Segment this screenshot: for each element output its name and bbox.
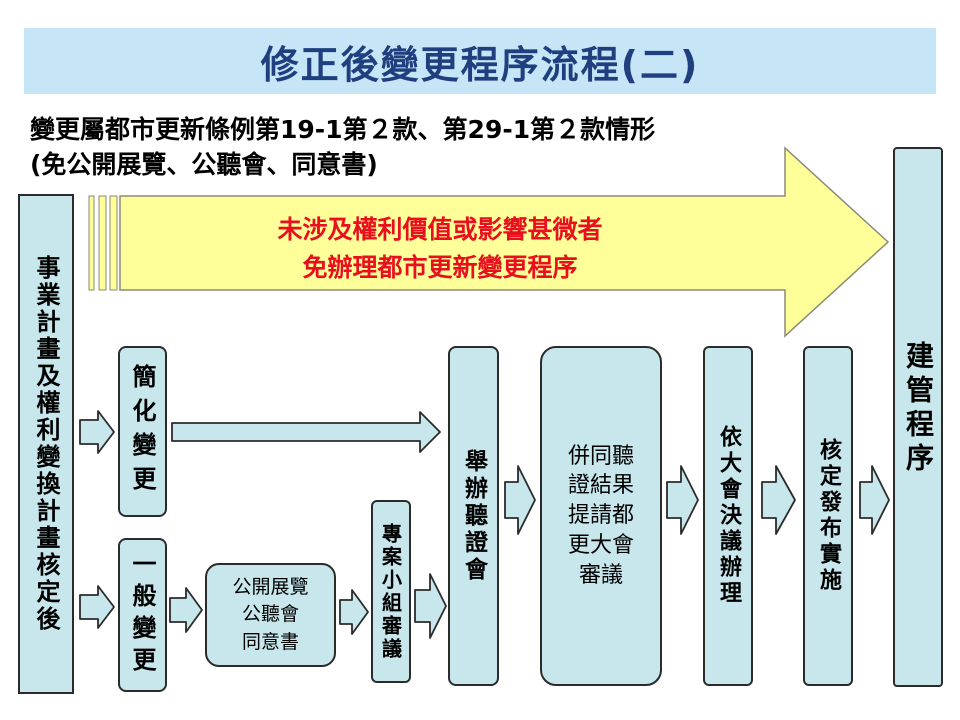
arrow-right-icon: [666, 465, 699, 535]
page-title: 修正後變更程序流程(二): [260, 42, 700, 87]
big-arrow-text-line1: 未涉及權利價值或影響甚微者: [277, 215, 603, 244]
box-hold-hearing-label: 舉辦聽證會: [460, 448, 487, 584]
arrow-tail-stripe: [109, 195, 118, 291]
arrow-tail-stripe: [88, 195, 95, 291]
box-submit-review-label: 併同聽 證結果 提請都 更大會 審議: [567, 443, 634, 588]
box-building-procedure-label: 建管程序: [902, 341, 935, 477]
box-public-display-label: 公開展覽 公聽會 同意書: [232, 575, 309, 653]
box-public-display: 公開展覽 公聽會 同意書: [205, 563, 336, 667]
big-arrow-text-line2: 免辦理都市更新變更程序: [302, 253, 578, 282]
arrow-right-icon: [169, 587, 203, 633]
arrow-right-icon: [504, 465, 536, 535]
big-arrow-shape: [119, 146, 890, 338]
arrow-right-icon: [859, 465, 890, 535]
box-special-committee-label: 專案小組審議: [378, 522, 403, 661]
box-building-procedure: 建管程序: [893, 147, 943, 687]
arrow-right-icon: [339, 589, 369, 635]
box-approve-publish: 核定發布實施: [803, 346, 853, 686]
box-general-change-label: 一般變更: [128, 551, 156, 679]
box-hold-hearing: 舉辦聽證會: [448, 346, 499, 686]
box-simplified-change: 簡化變更: [118, 346, 167, 517]
title-bar: 修正後變更程序流程(二): [24, 28, 936, 94]
box-plan-approved: 事業計畫及權利變換計畫核定後: [18, 194, 74, 694]
arrow-right-icon: [79, 410, 115, 454]
arrow-right-icon: [414, 573, 447, 639]
arrow-right-icon: [761, 465, 796, 535]
arrow-right-icon: [79, 585, 115, 629]
long-arrow-right-icon: [171, 411, 441, 453]
subtitle-line2: (免公開展覽、公聽會、同意書): [30, 150, 378, 179]
box-special-committee: 專案小組審議: [371, 500, 411, 683]
subtitle-line1: 變更屬都市更新條例第19-1第２款、第29-1第２款情形: [30, 115, 656, 144]
box-simplified-change-label: 簡化變更: [128, 363, 156, 500]
box-general-change: 一般變更: [118, 538, 167, 692]
box-follow-resolution: 依大會決議辦理: [703, 346, 753, 686]
box-submit-review: 併同聽 證結果 提請都 更大會 審議: [540, 346, 662, 686]
box-plan-approved-label: 事業計畫及權利變換計畫核定後: [32, 255, 60, 633]
box-follow-resolution-label: 依大會決議辦理: [716, 425, 741, 607]
box-approve-publish-label: 核定發布實施: [816, 438, 841, 594]
arrow-tail-stripe: [98, 195, 107, 291]
